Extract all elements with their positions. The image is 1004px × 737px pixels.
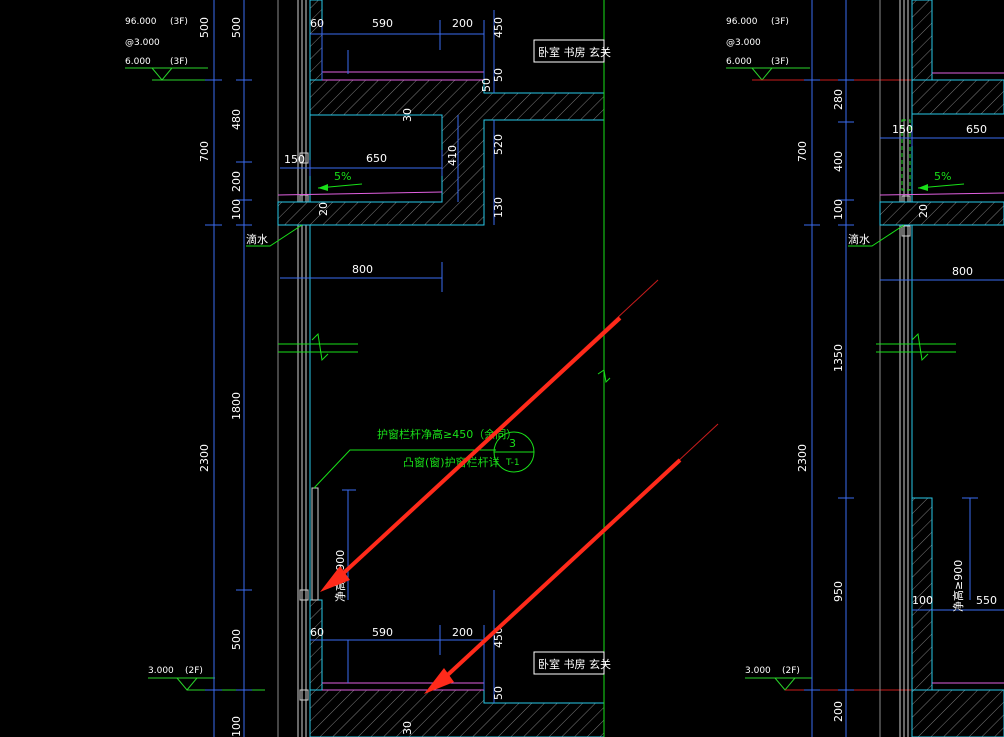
dim-text: 100 [832,199,845,220]
detail-number: 3 [509,437,516,450]
dim-text: 20 [317,202,330,216]
level-floor: (3F) [170,17,188,27]
left-horizontal-dimensions [280,10,495,703]
left-vertical-dimensions [205,0,252,737]
level-value: 3.000 [148,666,174,676]
left-slope-mark: 5% [317,170,363,191]
arrow-head-icon [424,668,454,694]
dim-text: 500 [230,629,243,650]
dim-text: 700 [796,141,809,162]
level-floor: (2F) [782,666,800,676]
dim-text: 50 [492,68,505,82]
dim-text: 2300 [198,444,211,472]
room-label: 卧室 书房 玄关 [538,45,611,59]
dim-text: 150 [284,153,305,166]
clear-height-text: 净高≥900 [951,560,965,612]
right-bottom-slab [911,497,1004,737]
right-level-marks: 96.000 (3F) @3.000 6.000 (3F) 3.000 (2F) [726,17,1004,691]
dim-text: 200 [452,17,473,30]
dim-text: 100 [230,199,243,220]
dim-text: 1800 [230,392,243,420]
dim-text: 280 [832,89,845,110]
dim-text: 480 [230,109,243,130]
slope-text: 5% [934,170,951,183]
right-window-column [879,0,913,737]
dim-text: 500 [230,17,243,38]
dim-text: 650 [966,123,987,136]
dim-text: 590 [372,626,393,639]
dim-text: 200 [832,701,845,722]
dim-text: 550 [976,594,997,607]
dim-text: 500 [198,17,211,38]
dim-text: 50 [492,686,505,700]
dim-text: 60 [310,626,324,639]
level-value: @3.000 [125,38,160,48]
level-floor: (2F) [185,666,203,676]
level-value: @3.000 [726,38,761,48]
dim-text: 200 [230,171,243,192]
dim-text: 650 [366,152,387,165]
left-top-slab [277,0,605,226]
dim-text: 800 [352,263,373,276]
dim-text: 400 [832,151,845,172]
dim-text: 410 [446,145,459,166]
dim-text: 100 [912,594,933,607]
dim-text: 2300 [796,444,809,472]
left-break-symbol [278,332,358,362]
arrow-to-railing [334,316,622,582]
dim-text: 130 [492,197,505,218]
slope-text: 5% [334,170,351,183]
right-top-slab [879,0,1004,226]
right-horizontal-dim-text: 150 650 20 800 100 550 净高≥900 [892,123,997,612]
level-floor: (3F) [170,57,188,67]
level-floor: (3F) [771,17,789,27]
left-window-column [277,0,311,737]
dim-text: 30 [401,108,414,122]
arrow-to-slab [438,458,682,684]
left-section-drawing: 96.000 (3F) @3.000 6.000 (3F) 3.000 (2F) [125,0,611,737]
left-drip-callout: 滴水 [246,224,303,247]
left-level-marks: 96.000 (3F) @3.000 6.000 (3F) 3.000 (2F) [125,17,265,691]
left-axis-line [597,0,611,737]
dim-text: 450 [492,17,505,38]
right-horizontal-dimensions [880,130,1004,611]
level-value: 3.000 [745,666,771,676]
drip-label: 滴水 [246,232,268,246]
right-vertical-dimensions [804,0,854,737]
dim-text: 150 [892,123,913,136]
dim-text: 590 [372,17,393,30]
level-value: 6.000 [125,57,151,67]
level-floor: (3F) [771,57,789,67]
level-value: 96.000 [726,17,758,27]
dim-text: 30 [401,721,414,735]
right-drip-callout: 滴水 [848,224,905,247]
dim-text: 1350 [832,344,845,372]
left-room-labels: 卧室 书房 玄关 卧室 书房 玄关 [533,39,611,675]
dim-text: 700 [198,141,211,162]
level-value: 6.000 [726,57,752,67]
right-vertical-dim-text: 700 2300 280 400 100 1350 950 200 [796,89,845,722]
annotation-arrows [320,279,719,694]
room-label: 卧室 书房 玄关 [538,657,611,671]
left-railing-note: 护窗栏杆净高≥450（余同） 凸窗(窗)护窗栏杆详 3 T-1 [311,427,535,601]
dim-text: 800 [952,265,973,278]
note-text: 护窗栏杆净高≥450（余同） [377,427,517,441]
arrow-head-icon [320,566,350,592]
dim-text: 100 [230,716,243,737]
dim-text: 20 [917,204,930,218]
right-slope-mark: 5% [917,170,965,191]
dim-text: 520 [492,134,505,155]
dim-text: 50 [480,78,493,92]
right-break-symbol [876,332,956,362]
detail-sheet: T-1 [505,458,520,468]
dim-text: 60 [310,17,324,30]
left-vertical-dim-text: 500 700 2300 500 480 200 100 1800 500 10… [198,17,243,737]
dim-text: 950 [832,581,845,602]
note-text: 凸窗(窗)护窗栏杆详 [403,455,500,469]
right-section-drawing: 96.000 (3F) @3.000 6.000 (3F) 3.000 (2F) [726,0,1004,737]
dim-text: 200 [452,626,473,639]
level-value: 96.000 [125,17,157,27]
drip-label: 滴水 [848,232,870,246]
